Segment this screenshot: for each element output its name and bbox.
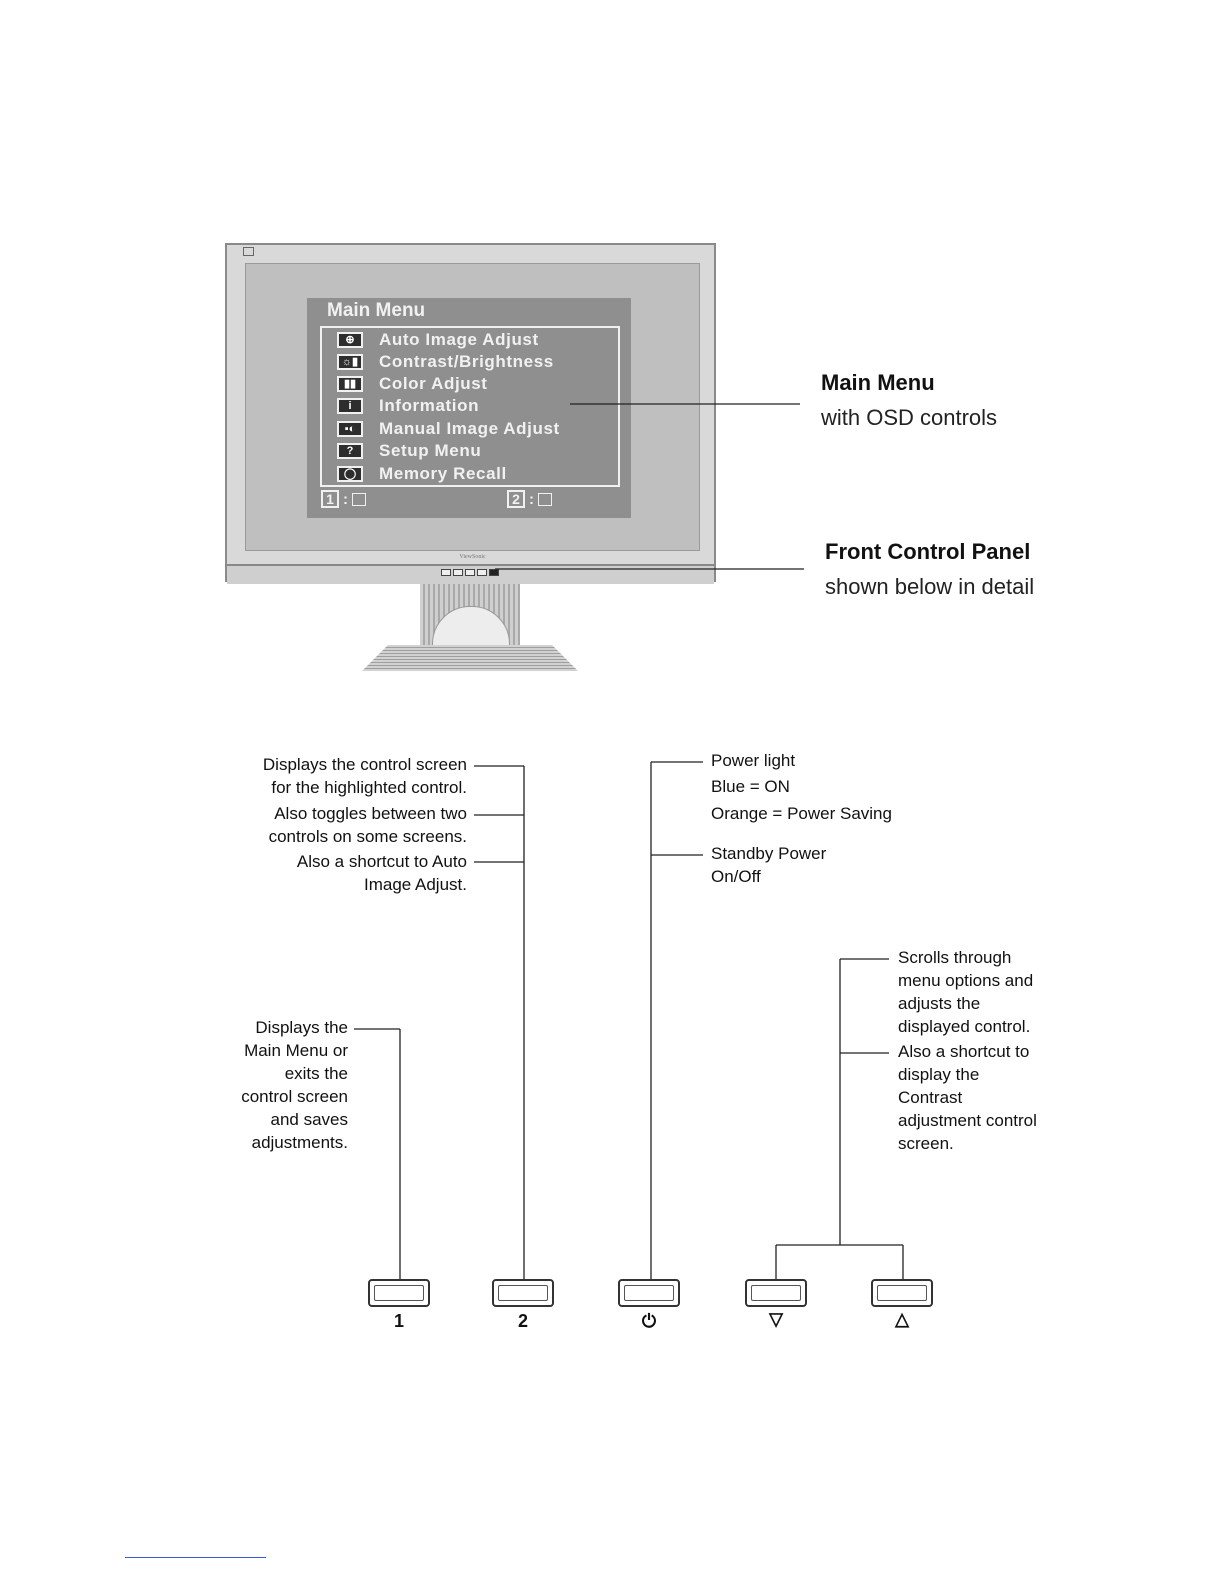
down-button[interactable] [745, 1279, 807, 1307]
button-2-note-toggle: Also toggles between two controls on som… [268, 804, 467, 846]
bezel-logo: ViewSonic [459, 554, 486, 560]
arrows-note-shortcut: Also a shortcut to display the Contrast … [898, 1042, 1037, 1153]
enter-icon [538, 492, 552, 506]
osd-key-separator: : [529, 490, 534, 508]
button-2-note-shortcut: Also a shortcut to Auto Image Adjust. [296, 852, 467, 894]
main-menu-callout-title: Main Menu [821, 370, 935, 395]
osd-item-auto-image-adjust[interactable]: ⊕ Auto Image Adjust [337, 329, 539, 351]
main-menu-callout-subtitle: with OSD controls [821, 405, 998, 430]
mini-down-button [477, 569, 487, 576]
info-icon: i [337, 398, 363, 414]
button-1[interactable] [368, 1279, 430, 1307]
osd-item-label: Contrast/Brightness [379, 352, 554, 371]
power-light-note: Power light [711, 751, 796, 770]
osd-item-information[interactable]: i Information [337, 395, 479, 417]
power-blue-note: Blue = ON [711, 777, 790, 796]
osd-item-manual-image-adjust[interactable]: ▪◐ Manual Image Adjust [337, 418, 560, 440]
viewsonic-bird-icon [243, 247, 254, 256]
osd-item-label: Information [379, 396, 480, 415]
osd-main-menu: Main Menu ⊕ Auto Image Adjust ☼▮ Contras… [307, 298, 631, 518]
osd-item-setup-menu[interactable]: ? Setup Menu [337, 440, 481, 462]
help-icon: ? [337, 443, 363, 459]
osd-footer-key-1: 1 : [321, 490, 366, 508]
button-2-note-display: Displays the control screen for the high… [262, 755, 467, 797]
osd-key-1: 1 [321, 490, 339, 508]
down-arrow-icon: ▽ [769, 1309, 783, 1329]
crosshair-icon: ⊕ [337, 332, 363, 348]
monitor-illustration: Main Menu ⊕ Auto Image Adjust ☼▮ Contras… [225, 243, 716, 584]
up-arrow-icon: △ [895, 1309, 909, 1329]
button-2-label: 2 [517, 1311, 528, 1331]
osd-title: Main Menu [327, 300, 426, 321]
osd-item-label: Color Adjust [379, 374, 488, 393]
color-adjust-icon: ▮▮ [337, 376, 363, 392]
osd-item-contrast-brightness[interactable]: ☼▮ Contrast/Brightness [337, 351, 554, 373]
osd-key-separator: : [343, 490, 348, 508]
osd-footer-key-2: 2 : [507, 490, 552, 508]
osd-item-label: Auto Image Adjust [379, 330, 539, 349]
power-button[interactable] [618, 1279, 680, 1307]
mini-power-button [465, 569, 475, 576]
button-1-note: Displays the Main Menu or exits the cont… [241, 1018, 348, 1152]
osd-menu-list: ⊕ Auto Image Adjust ☼▮ Contrast/Brightne… [320, 326, 620, 487]
front-panel-callout-title: Front Control Panel [825, 539, 1031, 564]
mini-button-1 [441, 569, 451, 576]
contrast-brightness-icon: ☼▮ [337, 354, 363, 370]
memory-recall-icon: ◯ [337, 466, 363, 482]
footer-link-rule [125, 1557, 266, 1558]
osd-item-label: Manual Image Adjust [379, 419, 560, 438]
osd-key-2: 2 [507, 490, 525, 508]
button-1-label: 1 [393, 1311, 404, 1331]
front-panel-callout-subtitle: shown below in detail [825, 574, 1035, 599]
osd-item-memory-recall[interactable]: ◯ Memory Recall [337, 463, 507, 485]
mini-button-2 [453, 569, 463, 576]
monitor-stand-base [362, 645, 578, 671]
power-icon: ⏻ [641, 1311, 657, 1331]
button-2[interactable] [492, 1279, 554, 1307]
osd-item-label: Setup Menu [379, 441, 482, 460]
mini-up-button [489, 569, 499, 576]
exit-icon [352, 492, 366, 506]
up-button[interactable] [871, 1279, 933, 1307]
osd-item-label: Memory Recall [379, 464, 507, 483]
manual-adjust-icon: ▪◐ [337, 421, 363, 437]
arrows-note-scroll: Scrolls through menu options and adjusts… [898, 948, 1034, 1036]
power-orange-note: Orange = Power Saving [711, 804, 892, 823]
osd-item-color-adjust[interactable]: ▮▮ Color Adjust [337, 373, 488, 395]
standby-note: Standby Power On/Off [711, 844, 827, 886]
